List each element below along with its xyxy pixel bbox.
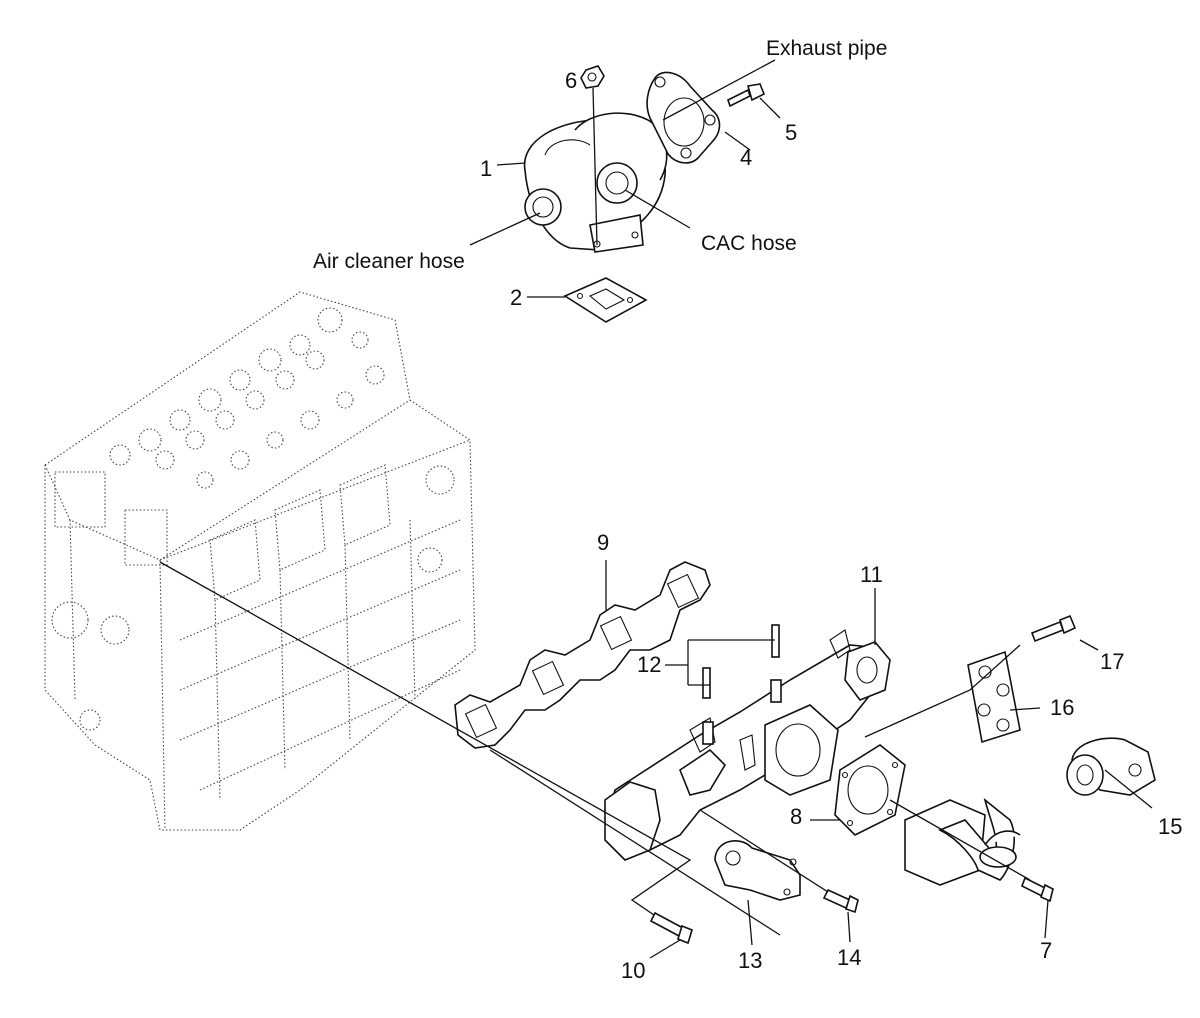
bracket-13[interactable] — [714, 840, 801, 901]
part-number-7: 7 — [1040, 938, 1052, 963]
part-number-10: 10 — [621, 958, 645, 983]
nut-6[interactable] — [580, 65, 605, 89]
part-number-2: 2 — [510, 285, 522, 310]
part-number-4: 4 — [740, 145, 752, 170]
label-air-cleaner-hose: Air cleaner hose — [313, 250, 465, 273]
part-number-16: 16 — [1050, 695, 1074, 720]
gasket-4[interactable] — [646, 71, 721, 164]
fitting-15[interactable] — [1066, 737, 1156, 796]
part-number-13: 13 — [738, 948, 762, 973]
part-number-8: 8 — [790, 804, 802, 829]
part-number-14: 14 — [837, 945, 861, 970]
plate-16[interactable] — [967, 650, 1021, 744]
part-number-5: 5 — [785, 120, 797, 145]
engine-block — [44, 291, 476, 831]
bolt-17[interactable] — [1030, 614, 1077, 643]
label-cac-hose: CAC hose — [701, 232, 797, 255]
part-number-6: 6 — [565, 68, 577, 93]
part-number-9: 9 — [597, 530, 609, 555]
manifold-gasket-9[interactable] — [454, 561, 711, 749]
part-number-17: 17 — [1100, 649, 1124, 674]
part-number-1: 1 — [480, 156, 492, 181]
leader-lines — [159, 59, 1153, 959]
part-number-11: 11 — [860, 562, 883, 587]
bolt-10[interactable] — [649, 911, 693, 945]
part-number-12: 12 — [637, 652, 661, 677]
exhaust-manifold-11[interactable] — [604, 629, 891, 861]
gasket-2[interactable] — [563, 277, 648, 323]
cylinder-head-ports — [51, 307, 455, 731]
label-exhaust-pipe: Exhaust pipe — [766, 37, 887, 60]
bolt-7[interactable] — [1020, 876, 1054, 903]
leader-6-stud — [592, 87, 598, 246]
elbow-pipe[interactable] — [904, 797, 1021, 886]
bolt-14[interactable] — [822, 888, 859, 914]
bolt-5[interactable] — [727, 83, 766, 108]
part-number-15: 15 — [1158, 814, 1182, 839]
studs-12[interactable] — [702, 624, 782, 745]
gasket-8[interactable] — [834, 744, 906, 836]
